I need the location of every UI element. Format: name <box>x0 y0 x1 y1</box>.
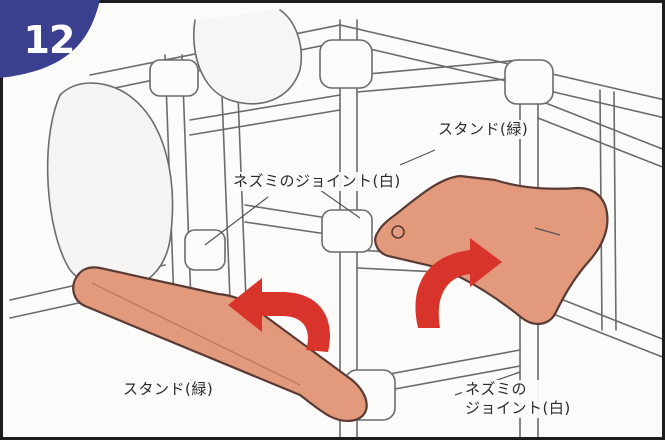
rotation-arrows <box>228 238 502 352</box>
step-number: 12 <box>23 18 76 62</box>
label-stand-bottom: スタンド(緑) <box>120 380 217 399</box>
label-mouse-joint-top: ネズミのジョイント(白) <box>230 172 404 191</box>
step-badge-shape <box>0 0 100 78</box>
label-mouse-joint-bottom-line1: ネズミの <box>465 380 528 398</box>
stand-bottom-left <box>72 266 368 423</box>
step-badge: 12 <box>0 0 100 78</box>
label-mouse-joint-bottom: ネズミの ジョイント(白) <box>462 380 574 418</box>
label-mouse-joint-bottom-line2: ジョイント(白) <box>465 399 571 417</box>
stand-top-right <box>374 174 609 326</box>
label-stand-top: スタンド(緑) <box>435 120 532 139</box>
pipe-frame <box>9 9 665 440</box>
